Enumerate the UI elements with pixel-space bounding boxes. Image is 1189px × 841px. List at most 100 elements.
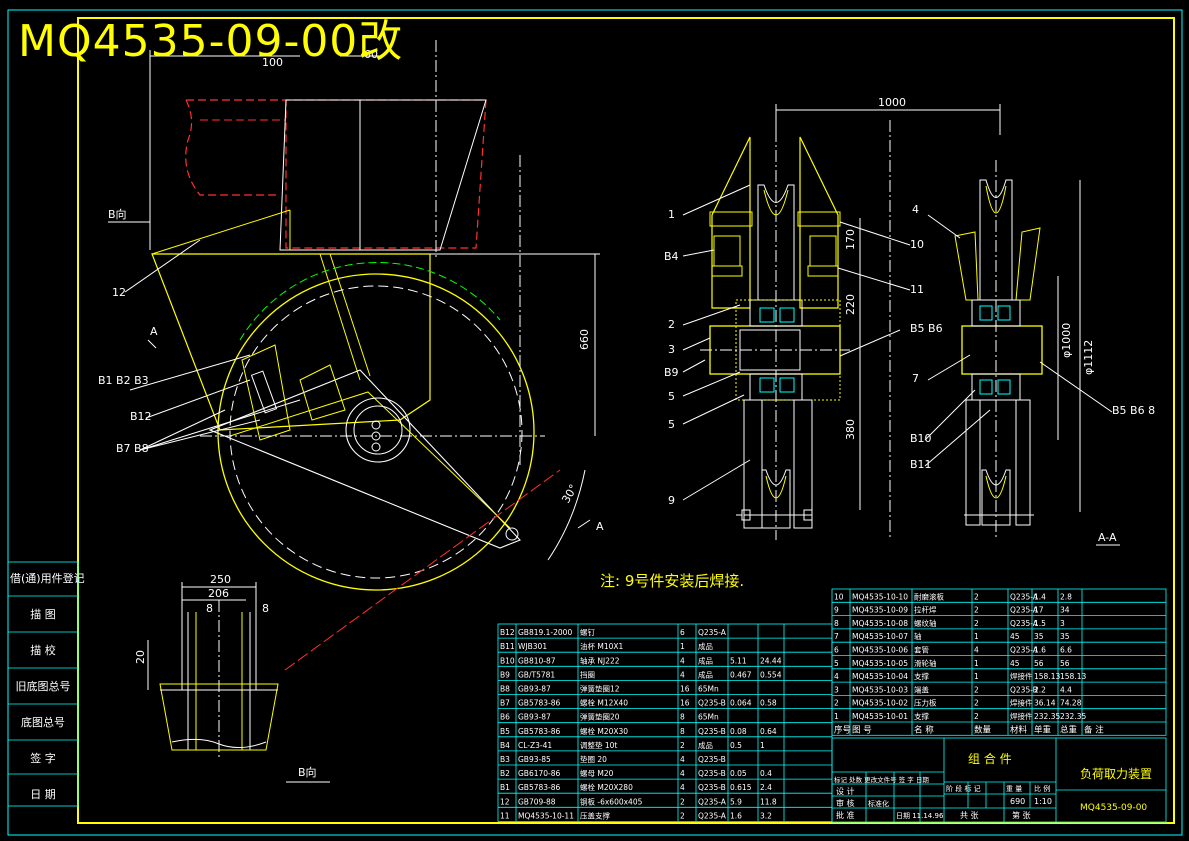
view-a-label: A xyxy=(150,325,158,338)
bom-left-cell: B2 xyxy=(500,769,510,778)
bom-right-cell: Q235-A xyxy=(1010,619,1039,628)
bom-left-cell: 16 xyxy=(680,699,690,708)
bom-left-cell: 24.44 xyxy=(760,656,782,665)
bom-right-cell: 1.6 xyxy=(1034,646,1046,655)
callout-b12: B12 xyxy=(130,410,152,423)
bom-left-cell: GB5783-86 xyxy=(518,727,561,736)
drawing-number-title: MQ4535-09-00改 xyxy=(18,16,404,67)
bom-left-cell: 0.554 xyxy=(760,670,782,679)
bom-left-cell: 4 xyxy=(680,783,685,792)
bom-right-cell: 压力板 xyxy=(914,698,937,708)
bom-right-cell: 3 xyxy=(834,685,839,694)
bom-right-cell: 6.6 xyxy=(1060,646,1072,655)
view-a-label-2: A xyxy=(596,520,604,533)
tb-scale: 1:10 xyxy=(1034,797,1052,806)
bom-right-cell: 45 xyxy=(1010,632,1020,641)
callout-b7b8: B7 B8 xyxy=(116,442,149,455)
tb-name: 负荷取力装置 xyxy=(1080,767,1152,781)
bom-left-cell: 轴承 NJ222 xyxy=(580,655,620,665)
bom-left-cell: 成品 xyxy=(698,669,713,679)
bom-left-cell: 16 xyxy=(680,685,690,694)
callout-12: 12 xyxy=(112,286,126,299)
side-panel-signature: 签 字 xyxy=(30,752,56,765)
callout-b9: B9 xyxy=(664,366,679,379)
bom-right-cell: 焊接件 xyxy=(1010,711,1033,721)
tb-check: 审 核 xyxy=(836,798,855,808)
callout-2: 2 xyxy=(668,318,675,331)
bom-left-cell: 2 xyxy=(680,797,685,806)
bom-left-cell: 0.467 xyxy=(730,670,752,679)
section-aa-label: A-A xyxy=(1098,531,1117,544)
bom-left-cell: B11 xyxy=(500,642,515,651)
bom-right-header-cell: 备 注 xyxy=(1084,724,1104,735)
bom-left-cell: 8 xyxy=(680,713,685,722)
bom-right-cell: 2 xyxy=(834,699,839,708)
bom-right-cell: 2 xyxy=(974,685,979,694)
callout-b10: B10 xyxy=(910,432,932,445)
tb-sheets: 共 张 xyxy=(960,811,979,820)
bom-right-cell: 74.28 xyxy=(1060,699,1082,708)
bom-left-cell: 钢板 -6x600x405 xyxy=(580,796,643,806)
bom-left-table xyxy=(497,623,833,822)
bom-left-cell: GB/T5781 xyxy=(518,670,555,679)
bom-right-cell: 焊接件 xyxy=(1010,671,1033,681)
bom-right-cell: 2 xyxy=(974,592,979,601)
bom-left-cell: 12 xyxy=(500,797,510,806)
bom-right-cell: 232.35 xyxy=(1034,712,1060,721)
bom-left-cell: Q235-B xyxy=(698,783,726,792)
tb-approve: 批 准 xyxy=(836,810,855,820)
bom-left-cell: 油杯 M10X1 xyxy=(580,641,624,651)
bom-left-cell: 2 xyxy=(680,811,685,820)
bom-right-cell: 1.5 xyxy=(1034,619,1046,628)
bom-right-cell: 套管 xyxy=(914,645,929,655)
bom-left-cell: GB5783-86 xyxy=(518,783,561,792)
bom-left-cell: B3 xyxy=(500,755,510,764)
bom-right-border xyxy=(831,588,1167,736)
bom-left-cell: GB93-85 xyxy=(518,755,551,764)
bom-right-cell: Q235-A xyxy=(1010,606,1039,615)
bom-left-cell: 0.4 xyxy=(760,769,772,778)
callout-1: 1 xyxy=(668,208,675,221)
bom-left-cell: 65Mn xyxy=(698,713,719,722)
bom-left-cell: 4 xyxy=(680,769,685,778)
bom-left-cell: GB6170-86 xyxy=(518,769,561,778)
bom-right-cell: 端盖 xyxy=(914,684,929,694)
bom-left-cell: 成品 xyxy=(698,655,713,665)
dim-660: 660 xyxy=(578,329,591,350)
tb-date: 日期 11.14.96 xyxy=(896,812,944,820)
bom-left-cell: 0.5 xyxy=(730,741,742,750)
bom-left-cell: 65Mn xyxy=(698,685,719,694)
bom-right-cell: 1.4 xyxy=(1034,592,1046,601)
dim-8a: 8 xyxy=(206,602,213,615)
title-block xyxy=(831,737,1167,823)
callout-5b: 5 xyxy=(668,418,675,431)
bom-left-cell: 弹簧垫圈20 xyxy=(580,712,620,722)
dim-380: 380 xyxy=(844,419,857,440)
bom-right-cell: 4.4 xyxy=(1060,685,1072,694)
view-b-label: B向 xyxy=(108,207,127,221)
tb-standard: 标准化 xyxy=(868,799,889,808)
tb-mark-header: 标记 处数 更改文件号 签 字 日期 xyxy=(834,775,929,784)
bom-left-cell: Q235-A xyxy=(698,797,727,806)
dim-170: 170 xyxy=(844,229,857,250)
bom-right-cell: 45 xyxy=(1010,659,1020,668)
bom-left-cell: Q235-B xyxy=(698,755,726,764)
bom-right-cell: Q235-B xyxy=(1010,685,1038,694)
bom-left-cell: B12 xyxy=(500,628,515,637)
bom-left-cell: 6 xyxy=(680,628,685,637)
callout-b1b2b3: B1 B2 B3 xyxy=(98,374,149,387)
bom-right-cell: Q235-A xyxy=(1010,592,1039,601)
outer-frame xyxy=(7,9,1183,836)
side-panel-base-total: 底图总号 xyxy=(21,716,65,729)
bom-right-cell: 34 xyxy=(1060,606,1070,615)
bom-left-cell: GB819.1-2000 xyxy=(518,628,572,637)
bom-right-header-cell: 图 号 xyxy=(852,725,872,735)
bom-left-cell: 压盖支撑 xyxy=(580,810,610,820)
bom-left-cell: 成品 xyxy=(698,740,713,750)
side-panel-date: 日 期 xyxy=(30,788,56,801)
bom-left-cell: 0.064 xyxy=(730,699,752,708)
bom-right-cell: 轴 xyxy=(914,631,922,641)
bom-right-cell: 耐磨滚板 xyxy=(914,591,944,601)
bom-right-header-cell: 材料 xyxy=(1010,724,1028,735)
bom-right-cell: 1 xyxy=(974,632,979,641)
